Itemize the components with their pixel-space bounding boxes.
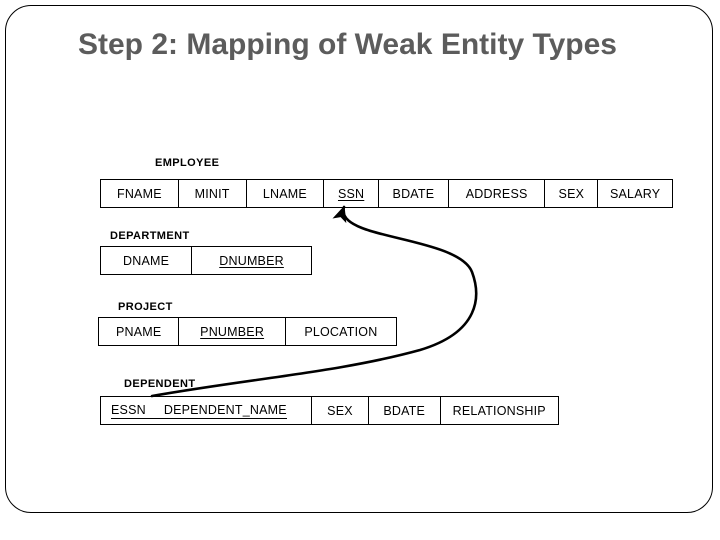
attribute-relationship: RELATIONSHIP xyxy=(441,397,558,424)
attribute-bdate-label: BDATE xyxy=(392,186,435,201)
attribute-salary: SALARY xyxy=(598,180,672,207)
attribute-lname-label: LNAME xyxy=(262,186,307,201)
attribute-dependent-sex-label: SEX xyxy=(327,403,353,418)
attribute-dname: DNAME xyxy=(101,247,193,274)
attribute-essn-dependent-name: ESSN DEPENDENT_NAME xyxy=(101,397,313,424)
attribute-fname-label: FNAME xyxy=(116,186,162,201)
attribute-fname: FNAME xyxy=(101,180,179,207)
page-title: Step 2: Mapping of Weak Entity Types xyxy=(78,28,617,61)
attribute-plocation: PLOCATION xyxy=(286,318,396,345)
attribute-relationship-label: RELATIONSHIP xyxy=(452,403,546,418)
attribute-lname: LNAME xyxy=(247,180,325,207)
relation-label-employee: EMPLOYEE xyxy=(155,157,220,169)
attribute-dependent-bdate: BDATE xyxy=(369,397,441,424)
attribute-minit: MINIT xyxy=(179,180,247,207)
relation-label-department: DEPARTMENT xyxy=(110,230,190,242)
attribute-address-label: ADDRESS xyxy=(465,186,528,201)
attribute-ssn-label: SSN xyxy=(337,186,365,201)
attribute-plocation-label: PLOCATION xyxy=(304,324,378,339)
attribute-dnumber-label: DNUMBER xyxy=(219,253,284,268)
attribute-minit-label: MINIT xyxy=(194,186,230,201)
relation-label-dependent: DEPENDENT xyxy=(124,378,196,390)
attribute-dname-label: DNAME xyxy=(122,253,170,268)
attribute-bdate: BDATE xyxy=(379,180,449,207)
attribute-dependent-sex: SEX xyxy=(312,397,369,424)
relation-row-dependent: ESSN DEPENDENT_NAME SEX BDATE RELATIONSH… xyxy=(100,396,559,425)
relation-row-project: PNAME PNUMBER PLOCATION xyxy=(98,317,397,346)
attribute-pnumber: PNUMBER xyxy=(179,318,286,345)
relation-label-project: PROJECT xyxy=(118,301,173,313)
attribute-pname-label: PNAME xyxy=(116,324,162,339)
attribute-pnumber-label: PNUMBER xyxy=(200,324,265,339)
relation-row-employee: FNAME MINIT LNAME SSN BDATE ADDRESS SEX … xyxy=(100,179,673,208)
attribute-dependent-bdate-label: BDATE xyxy=(383,403,426,418)
attribute-salary-label: SALARY xyxy=(609,186,661,201)
attribute-dependent-name-label: DEPENDENT_NAME xyxy=(163,402,287,417)
relation-row-department: DNAME DNUMBER xyxy=(100,246,312,275)
attribute-sex: SEX xyxy=(545,180,599,207)
attribute-dnumber: DNUMBER xyxy=(192,247,311,274)
composite-primary-key: ESSN DEPENDENT_NAME xyxy=(111,403,287,419)
attribute-pname: PNAME xyxy=(99,318,180,345)
attribute-ssn: SSN xyxy=(324,180,380,207)
attribute-sex-label: SEX xyxy=(558,186,585,201)
attribute-address: ADDRESS xyxy=(449,180,546,207)
attribute-essn-label: ESSN xyxy=(111,402,146,417)
